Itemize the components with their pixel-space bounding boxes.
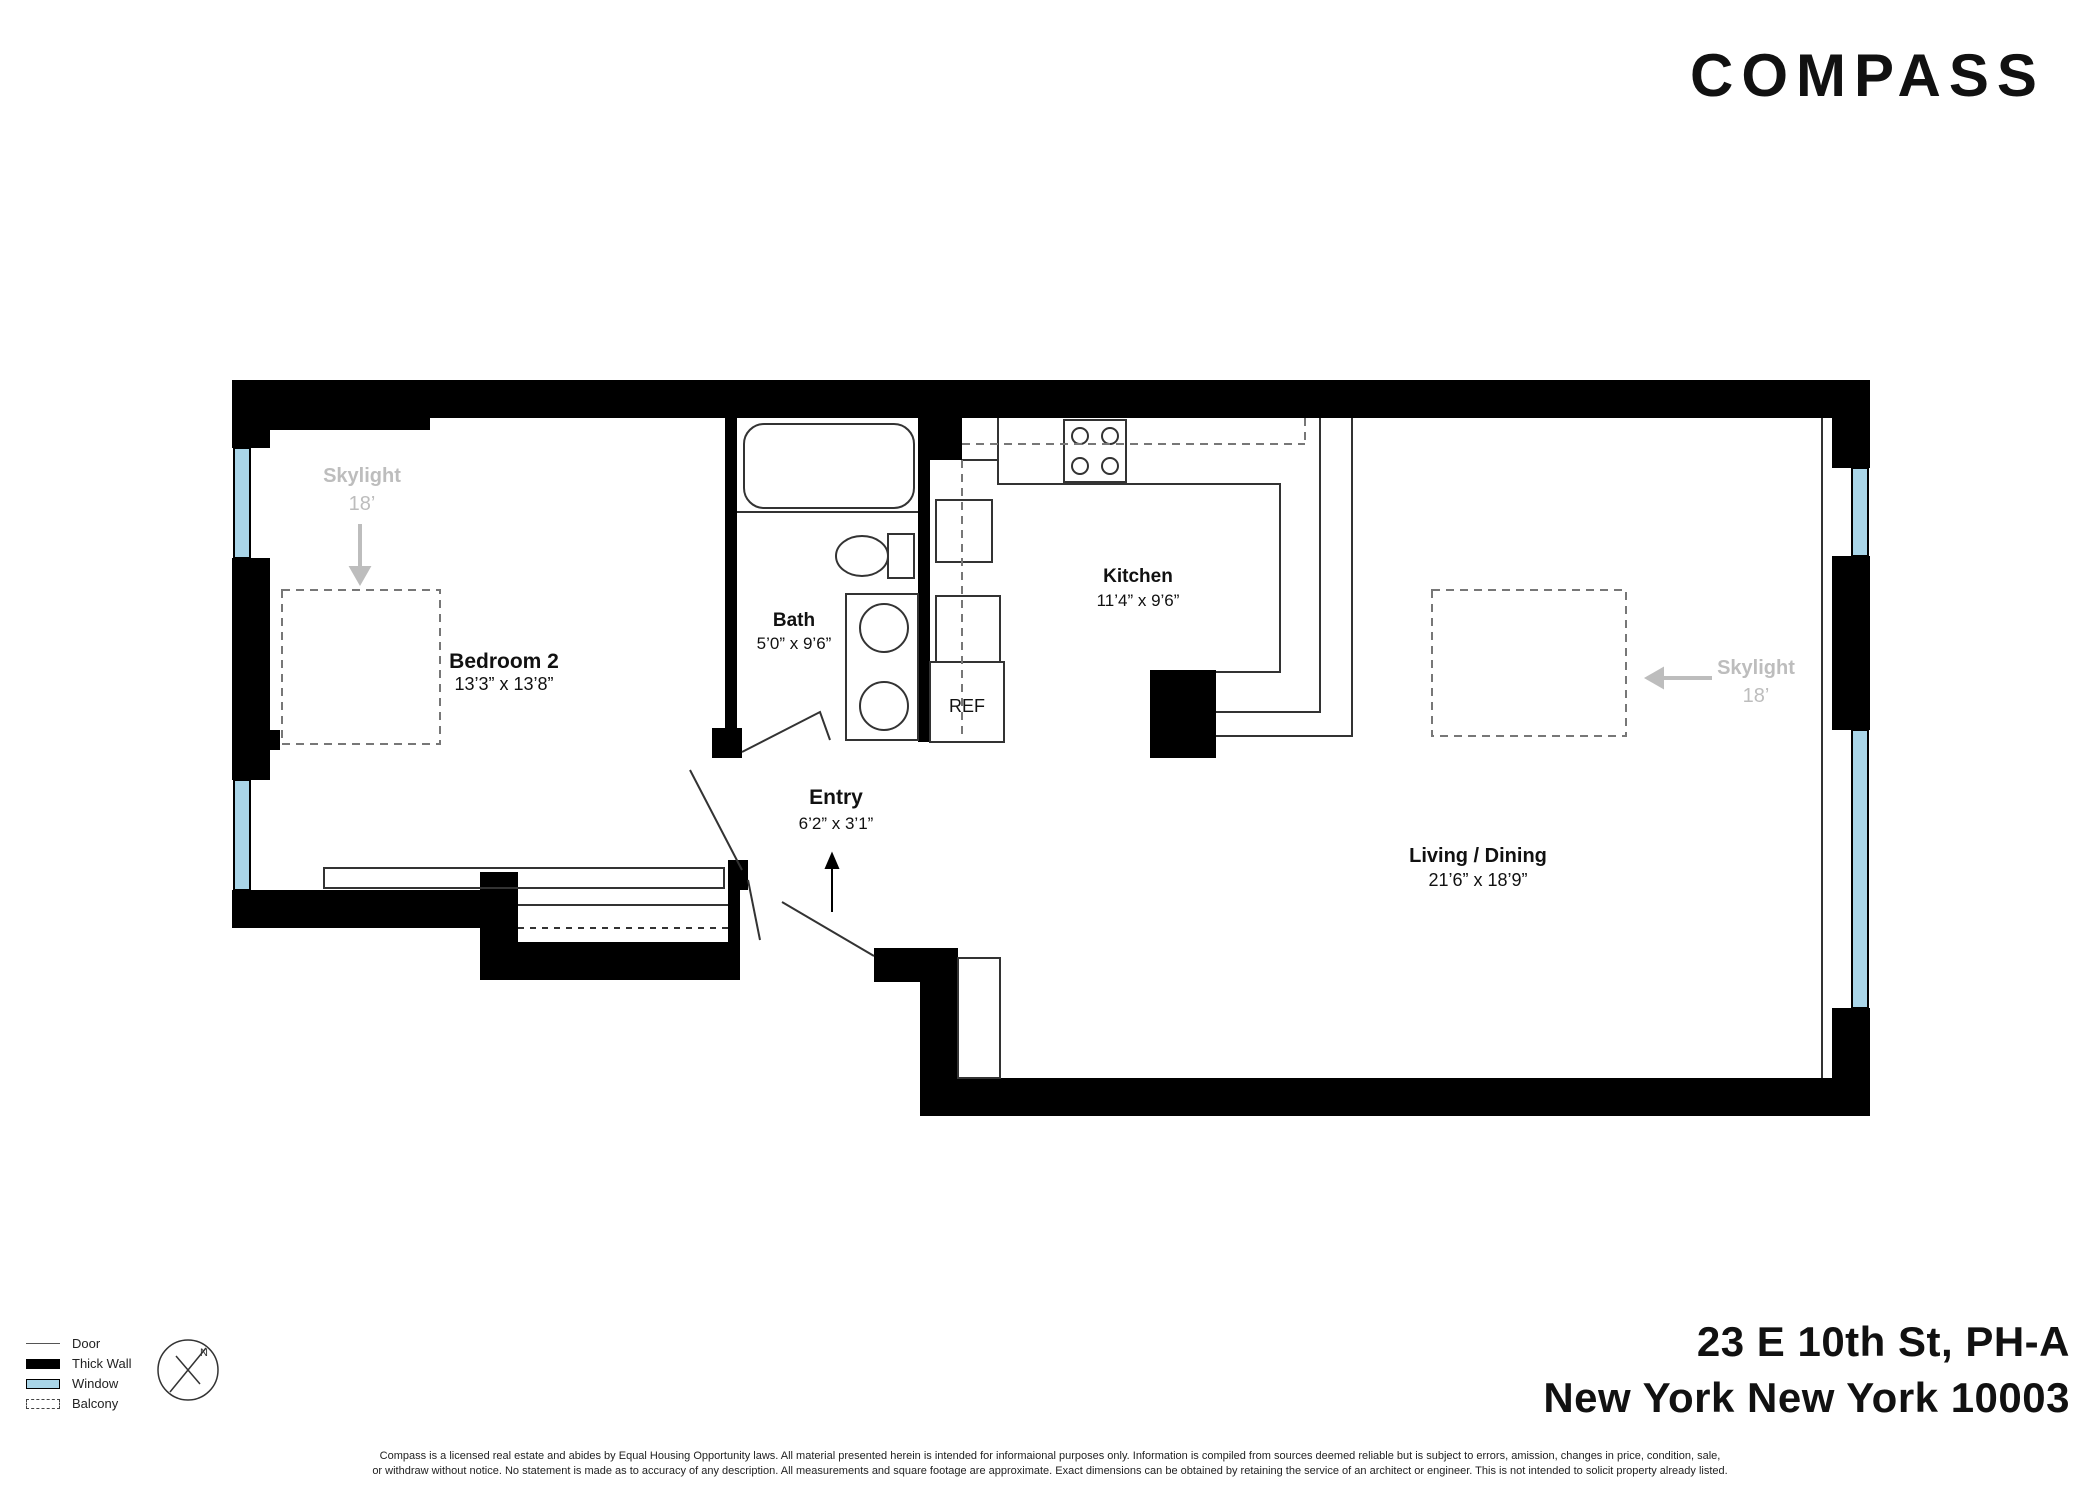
toilet [835, 535, 889, 577]
legend-window: Window [24, 1374, 184, 1394]
bathtub [743, 423, 915, 509]
refrigerator [929, 661, 1005, 743]
cooktop [1063, 419, 1127, 483]
sink-1 [859, 603, 909, 653]
legend-balcony: Balcony [24, 1394, 184, 1414]
bedroom-label: Bedroom 2 [449, 650, 559, 673]
dashed-lines [281, 418, 1627, 745]
living-label: Living / Dining [1409, 845, 1547, 867]
kitchen-sink [935, 499, 993, 563]
living-dims: 21’6” x 18’9” [1428, 870, 1527, 890]
entry-label: Entry [809, 786, 863, 809]
sink-2 [859, 681, 909, 731]
kitchen-dims: 11’4” x 9’6” [1097, 591, 1180, 610]
bath-label: Bath [773, 610, 815, 631]
interior-lines [323, 418, 1823, 1079]
window-bedroom-top [233, 447, 251, 559]
disclaimer: Compass is a licensed real estate and ab… [300, 1449, 1800, 1479]
north-arrow-icon: N [157, 1339, 219, 1401]
legend-thick-wall: Thick Wall [24, 1354, 184, 1374]
logo-text: COMPASS [1690, 42, 2045, 109]
skylight-living-height: 18’ [1743, 685, 1770, 707]
skylight-living-label: Skylight [1717, 657, 1795, 679]
thick-wall-swatch-icon [26, 1359, 60, 1369]
entry-arrow [824, 851, 840, 912]
legend: Door Thick Wall Window Balcony [24, 1334, 184, 1414]
window-bedroom-bottom [233, 779, 251, 891]
bedroom-dims: 13’3” x 13’8” [454, 674, 553, 694]
window-swatch-icon [26, 1379, 60, 1389]
bath-dims: 5’0” x 9’6” [757, 634, 832, 653]
compass-logo: COMPASS [1690, 42, 2045, 109]
window-living-top [1851, 467, 1869, 557]
skylight-living-outline [1431, 589, 1627, 737]
door-line-icon [26, 1343, 60, 1344]
skylight-arrows [348, 524, 1712, 690]
disclaimer-line-1: Compass is a licensed real estate and ab… [379, 1450, 1721, 1462]
legend-door: Door [24, 1334, 184, 1354]
balcony-swatch-icon [26, 1399, 60, 1409]
window-living-bottom [1851, 729, 1869, 1009]
kitchen-label: Kitchen [1103, 566, 1173, 587]
entry-dims: 6’2” x 3’1” [799, 814, 874, 833]
address-line-1: 23 E 10th St, PH-A [1696, 1318, 2070, 1365]
ref-label: REF [949, 696, 985, 716]
address-line-2: New York New York 10003 [1543, 1374, 2070, 1421]
dishwasher [935, 595, 1001, 663]
skylight-bedroom-label: Skylight [323, 465, 401, 487]
vanity [845, 593, 919, 741]
svg-text:N: N [200, 1347, 208, 1359]
skylight-bedroom-height: 18’ [349, 493, 376, 515]
skylight-bedroom-outline [281, 589, 441, 745]
windows [233, 447, 1869, 1009]
thick-walls [232, 380, 1870, 1116]
disclaimer-line-2: or withdraw without notice. No statement… [372, 1465, 1728, 1477]
